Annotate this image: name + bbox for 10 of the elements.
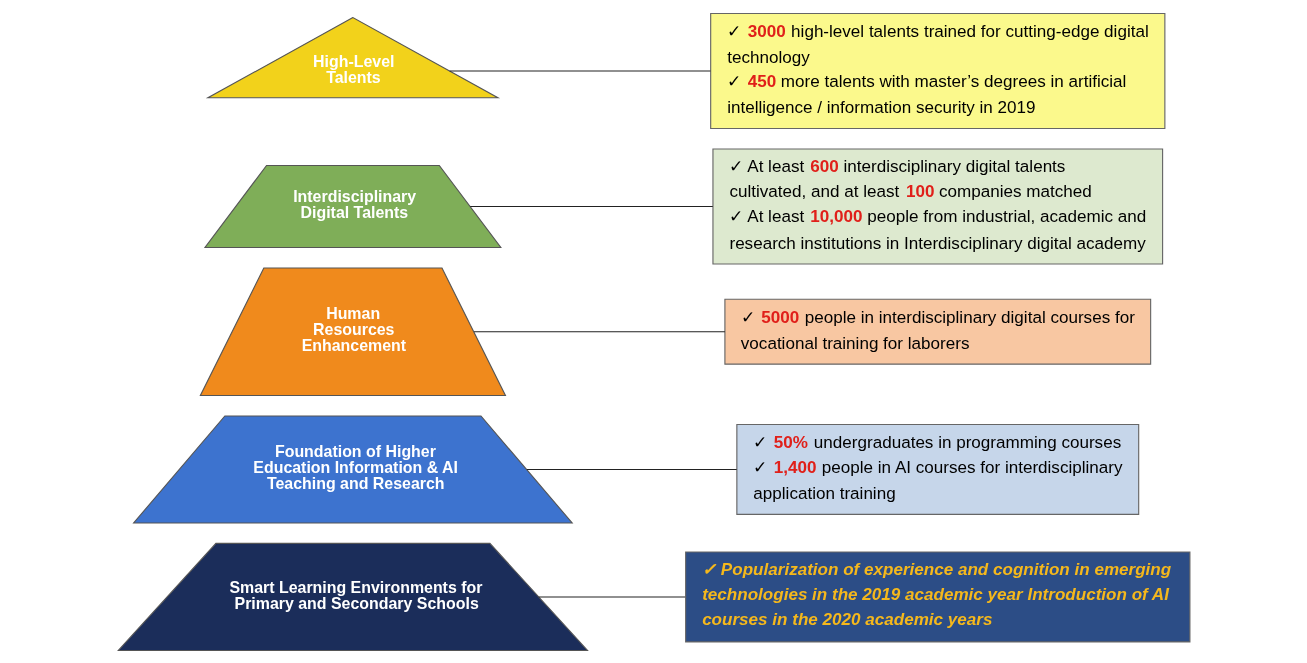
connector (448, 69, 711, 72)
node-box: ✓ 3000 high-level talents trained for cutting-edge digital technology ✓ 450 more talents with master’s degrees in artificial intelligence / information security in 2019 (709, 12, 1165, 129)
node-box: ✓ 50% undergraduates in programming courses ✓ 1,400 people in AI courses for interdisciplinary application training (735, 423, 1139, 515)
connector (469, 205, 713, 207)
connector (473, 330, 725, 332)
node-box: ✓ Popularization of experience and cognition in emerging technologies in the 2019 academic year Introduction of AI courses in the 2020 academic years (684, 550, 1190, 642)
connector (525, 468, 737, 470)
connector (537, 595, 686, 598)
node-box: ✓ At least 600 interdisciplinary digital talents cultivated, and at least 100 companies matched ✓ At least 10,000 people from industrial, academic and research institutions in Interdisciplinary digital academy (711, 147, 1163, 265)
node-box: ✓ 5000 people in interdisciplinary digital courses for vocational training for laborers (723, 298, 1151, 365)
